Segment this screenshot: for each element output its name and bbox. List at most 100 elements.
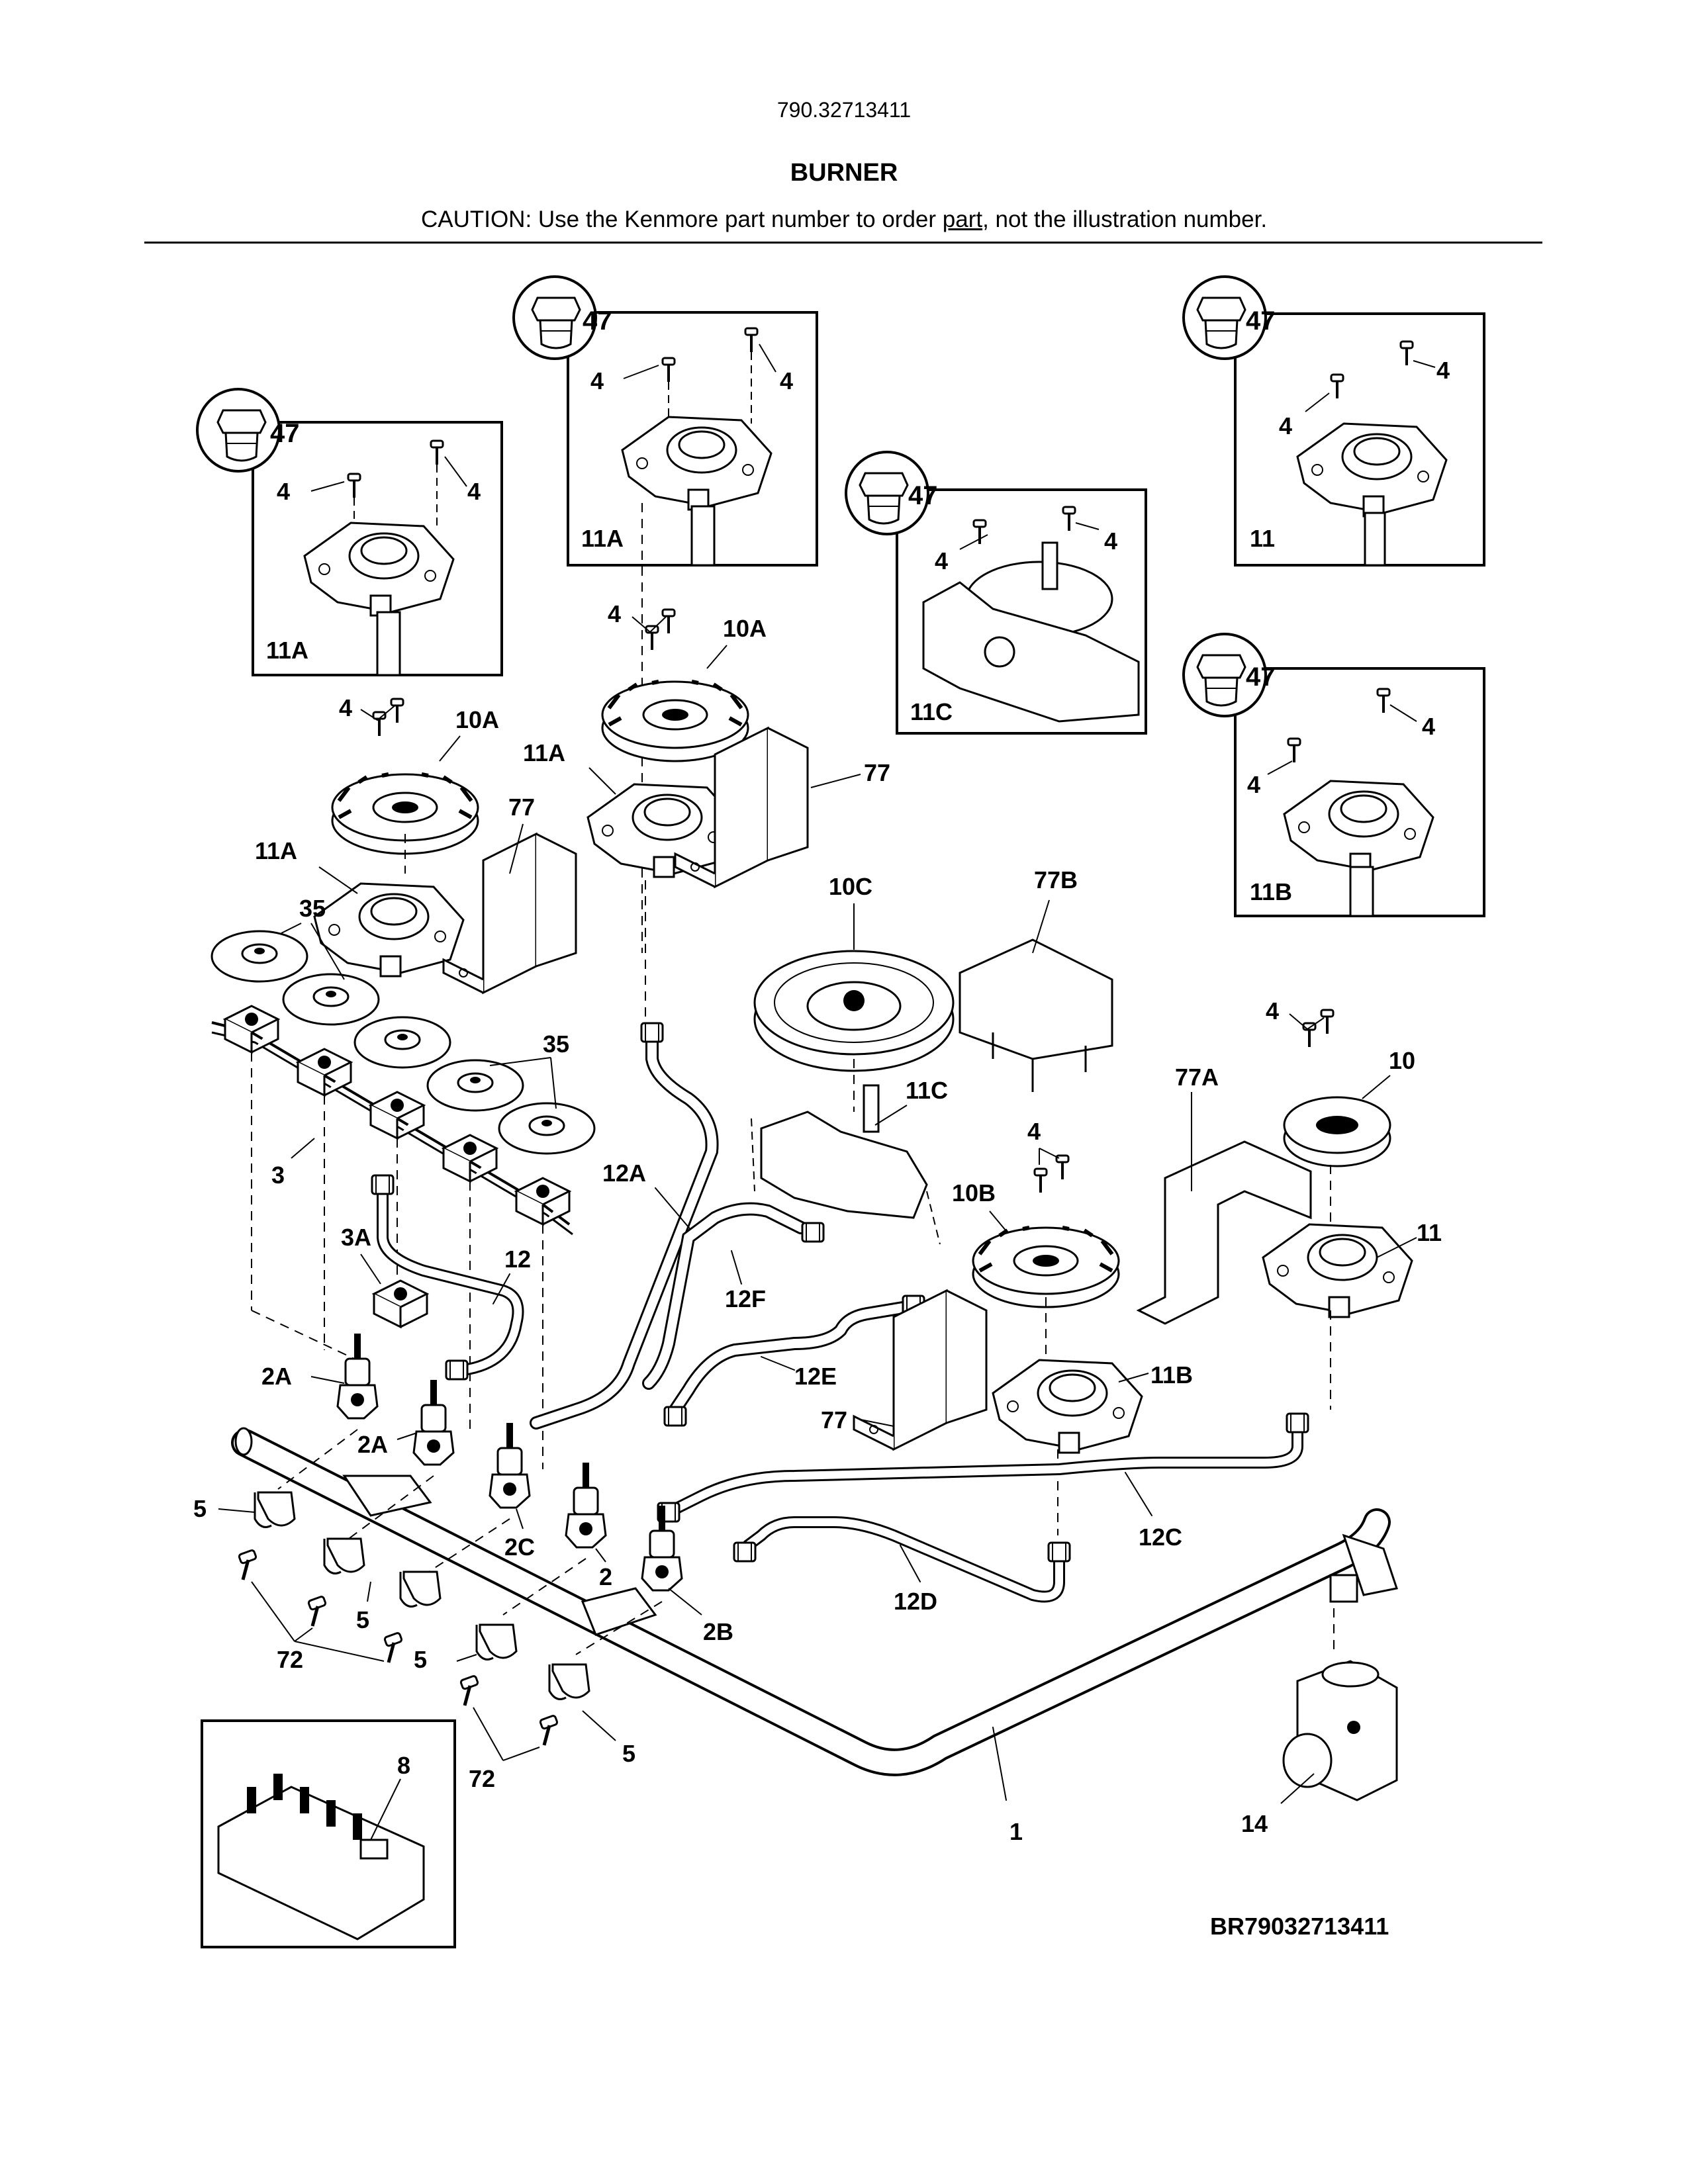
part-label: 3 [271, 1161, 285, 1189]
mid-burner-stack: 4 10A 11A 77 [523, 600, 890, 1029]
bracket-icon [959, 938, 1113, 1060]
igniter-harness: 3 [211, 1005, 573, 1236]
left-burner-stack: 4 10A 11A 35 35 77 [211, 694, 596, 1155]
spark-module-icon [217, 1786, 425, 1940]
alignment-lines-valves [277, 1429, 1335, 1655]
part-label: 11C [910, 698, 953, 725]
part-label: 2A [261, 1363, 292, 1390]
part-label: 77A [1175, 1064, 1219, 1091]
inset-burner-base-11-right: 47 4 4 11 [1182, 275, 1485, 567]
part-label: 2C [504, 1533, 535, 1561]
disc-icon [426, 1059, 524, 1112]
orifice-label: 47 [583, 306, 612, 336]
part-label: 1 [1009, 1818, 1023, 1845]
igniter-icon [442, 1134, 498, 1183]
inset-burner-base-11a-left: 47 4 4 11A [196, 388, 503, 676]
part-label: 10C [829, 873, 872, 900]
orifice-label: 47 [270, 419, 300, 448]
part-label: 5 [414, 1646, 427, 1673]
part-label: 12E [794, 1363, 837, 1390]
bracket-icon [1136, 1140, 1312, 1325]
disc-icon [211, 930, 308, 983]
part-label: 8 [397, 1752, 410, 1779]
screw-label: 4 [780, 367, 793, 394]
burner-base-icon [760, 1111, 928, 1219]
screw-icon [1033, 1167, 1048, 1194]
clip-icon [323, 1537, 365, 1574]
part-label: 3A [341, 1224, 371, 1251]
part-label: 12A [602, 1160, 646, 1187]
part-label: 12D [894, 1588, 937, 1615]
orifice-label: 47 [908, 481, 938, 510]
screw-icon [1055, 1154, 1070, 1181]
disc-icon [282, 973, 380, 1026]
bracket-icon [442, 833, 577, 994]
screw-icon [661, 608, 676, 635]
part-label: 10B [952, 1179, 996, 1206]
center-burner-stack: 10C 77B 11C [751, 866, 1113, 1245]
igniter-icon [297, 1048, 352, 1097]
inset-spark-module-8: 8 [201, 1719, 456, 1948]
part-label: 11B [1250, 878, 1292, 905]
gas-tubes: 12A 12 12F 12E 12C 12D [371, 1022, 1309, 1615]
tube-fitting-icon [801, 1222, 825, 1243]
part-label: 11 [1250, 525, 1275, 552]
part-label: 5 [193, 1495, 207, 1522]
part-label: 2B [703, 1618, 733, 1645]
clip-icon [548, 1663, 590, 1700]
mount-screw-icon [384, 1632, 402, 1662]
screw-label: 4 [590, 367, 604, 394]
part-label: 10 [1389, 1047, 1415, 1074]
part-label: 2 [599, 1563, 612, 1590]
igniter-icon [224, 1005, 279, 1054]
right-center-burner-stack: 4 10B 11B 77A [952, 1064, 1312, 1535]
tube-fitting-icon [733, 1541, 757, 1563]
burner-base-icon [1262, 1223, 1413, 1318]
mount-screw-icon [238, 1549, 256, 1580]
diagram-title: BURNER [790, 159, 898, 187]
inset-burner-base-11c: 47 4 4 11C [845, 451, 1147, 735]
mount-screw-icon [460, 1675, 478, 1706]
part-label: 11A [255, 837, 297, 864]
clip-icon [254, 1491, 296, 1528]
part-label: 11 [1417, 1219, 1442, 1246]
gas-manifold: 1 [231, 1427, 1398, 1845]
tube-fitting-icon [640, 1022, 664, 1043]
tube-fitting-icon [1286, 1412, 1309, 1433]
tube-fitting-icon [1047, 1541, 1071, 1563]
part-label: 35 [299, 895, 326, 922]
part-label: 72 [277, 1646, 303, 1673]
part-label: 5 [356, 1606, 369, 1633]
orifice-label: 47 [1246, 306, 1276, 336]
disc-icon [353, 1016, 451, 1069]
mount-screw-icon [539, 1715, 557, 1745]
screw-label: 4 [608, 600, 621, 627]
screw-label: 4 [277, 478, 290, 505]
inset-burner-base-11a-top: 47 4 4 11A [512, 275, 818, 567]
screw-label: 4 [1436, 357, 1450, 384]
part-label: 11A [523, 739, 565, 766]
right-burner-stack: 4 10 11 [1262, 997, 1442, 1410]
part-label: 11A [581, 525, 624, 552]
part-label: 12F [725, 1285, 766, 1312]
burner-base-icon [313, 882, 465, 978]
clip-icon [475, 1623, 518, 1661]
igniter-icon [369, 1091, 425, 1140]
screw-label: 4 [1027, 1118, 1041, 1145]
tube-fitting-icon [663, 1406, 687, 1427]
caution-text-start: CAUTION: Use the Kenmore part number to … [420, 206, 943, 232]
part-label: 2A [357, 1431, 388, 1458]
ignition-switch-icon [373, 1279, 428, 1328]
part-label: 14 [1241, 1810, 1268, 1837]
caution-note: CAUTION: Use the Kenmore part number to … [0, 206, 1688, 233]
valve-icon [414, 1380, 453, 1465]
screw-label: 4 [339, 694, 352, 721]
inset-burner-base-11b-right: 47 4 4 11B [1182, 633, 1485, 917]
screw-label: 4 [467, 478, 481, 505]
burner-base-icon [992, 1359, 1143, 1454]
screw-icon [390, 698, 404, 724]
screw-icon [1320, 1009, 1335, 1035]
part-label: 10A [455, 706, 499, 733]
part-label: 77 [821, 1406, 847, 1433]
